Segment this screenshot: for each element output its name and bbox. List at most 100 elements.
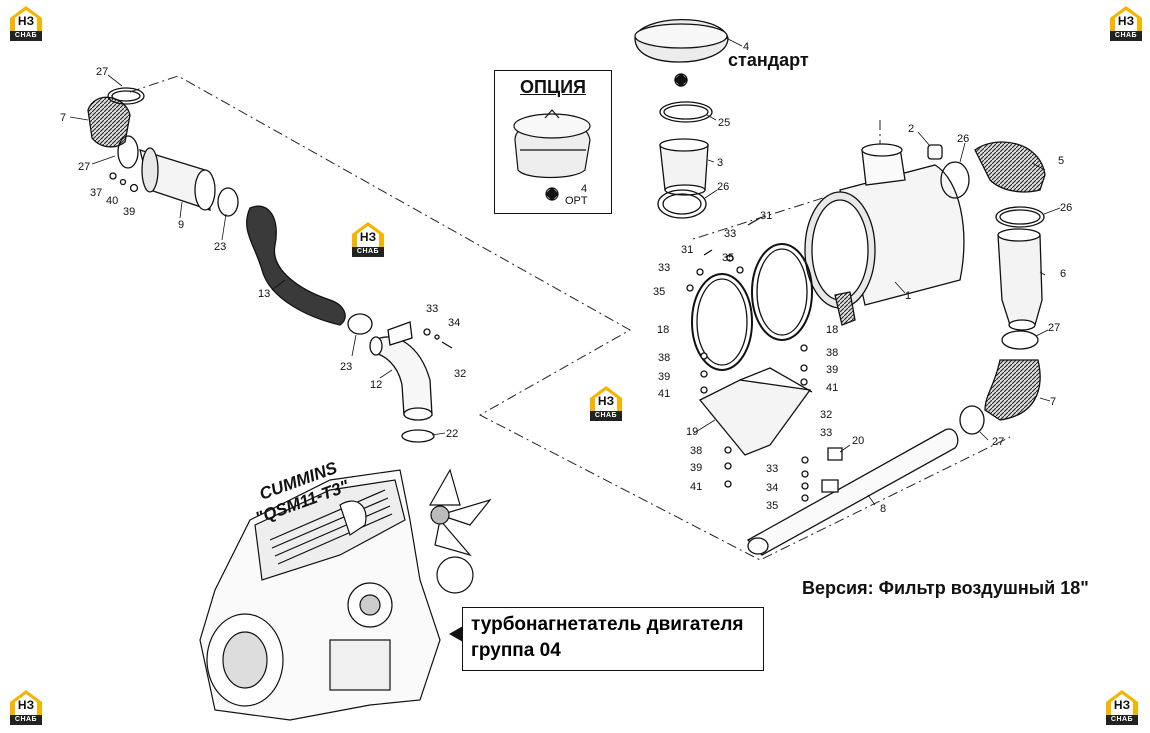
callout: 3: [717, 157, 723, 169]
standard-label: стандарт: [728, 50, 809, 70]
callout: 4: [743, 41, 749, 53]
band-18-right: [751, 243, 813, 341]
callout: 41: [658, 388, 670, 400]
clamp-27-lower: [117, 135, 139, 169]
callout: 18: [657, 324, 669, 336]
brand-logo-center-left: НЗ СНАБ: [352, 222, 384, 258]
logo-mark: НЗ: [359, 230, 377, 244]
logo-mark: НЗ: [17, 698, 35, 712]
callout: 32: [454, 368, 466, 380]
left-intake-assembly: [87, 87, 453, 443]
callout: 38: [690, 445, 702, 457]
elbow-hose-7-right: [984, 359, 1041, 421]
callout: 35: [653, 286, 665, 298]
callout: 20: [852, 435, 864, 447]
house-icon: [352, 222, 384, 248]
house-icon: [10, 6, 42, 32]
adapter-3: [659, 144, 709, 191]
callout: 8: [880, 503, 886, 515]
callout: 35: [766, 500, 778, 512]
callout: 39: [658, 371, 670, 383]
callout: 35: [722, 252, 734, 264]
clamp-26-upper: [940, 161, 970, 199]
band-18-left: [691, 273, 753, 371]
clamp-23-lower: [347, 313, 373, 335]
logo-mark: НЗ: [1117, 14, 1135, 28]
leader-lines: [69, 37, 1061, 506]
callout: 34: [448, 317, 460, 329]
clamp-26-right: [995, 206, 1045, 228]
callout: 39: [690, 462, 702, 474]
indicator-2: [927, 144, 943, 160]
callout: 12: [370, 379, 382, 391]
callout: 41: [690, 481, 702, 493]
logo-band: СНАБ: [10, 31, 42, 41]
callout: 38: [826, 347, 838, 359]
logo-band: СНАБ: [590, 411, 622, 421]
callout: 7: [1050, 396, 1056, 408]
engine-qsm11: [199, 468, 492, 721]
clamp-27-lower-right: [959, 405, 985, 435]
callout: 23: [214, 241, 226, 253]
fan: [428, 468, 492, 557]
house-icon: [10, 690, 42, 716]
callout: 22: [446, 428, 458, 440]
callout: 39: [826, 364, 838, 376]
option-part-number: 4: [581, 183, 588, 195]
callout: 5: [1058, 155, 1064, 167]
turbocharger-callout-box: турбонагнетатель двигателя группа 04: [449, 607, 764, 671]
brand-logo-top-left: НЗ СНАБ: [10, 6, 42, 42]
clamp-22: [401, 429, 435, 443]
part-callouts: 27 7 27 37 40 39 9 23 13 23 33 34 32 12 …: [60, 41, 1072, 515]
option-title: ОПЦИЯ: [520, 77, 586, 97]
callout: 25: [718, 117, 730, 129]
logo-mark: НЗ: [597, 394, 615, 408]
version-label: Версия: Фильтр воздушный 18": [802, 578, 1089, 598]
house-icon: [1106, 690, 1138, 716]
callout: 38: [658, 352, 670, 364]
clamp-23-upper: [217, 187, 239, 217]
callout: 33: [426, 303, 438, 315]
callout: 27: [96, 66, 108, 78]
callout: 32: [820, 409, 832, 421]
callout: 33: [766, 463, 778, 475]
logo-band: СНАБ: [352, 247, 384, 257]
bracket-19: [698, 379, 812, 456]
pipe-8: [746, 428, 959, 556]
callout: 33: [724, 228, 736, 240]
logo-band: СНАБ: [1106, 715, 1138, 725]
callout: 27: [78, 161, 90, 173]
option-opt-label: OPT: [565, 195, 588, 207]
option-box: ОПЦИЯ 4 OPT: [494, 70, 612, 214]
logo-band: СНАБ: [1110, 31, 1142, 41]
brand-logo-top-right: НЗ СНАБ: [1110, 6, 1142, 42]
logo-band: СНАБ: [10, 715, 42, 725]
hose-13: [246, 205, 346, 326]
brand-logo-bottom-left: НЗ СНАБ: [10, 690, 42, 726]
house-icon: [1110, 6, 1142, 32]
turbo-line-1: турбонагнетатель двигателя: [471, 614, 744, 635]
callout: 19: [686, 426, 698, 438]
elbow-hose-5: [974, 141, 1046, 193]
callout: 31: [760, 210, 772, 222]
callout: 23: [340, 361, 352, 373]
callout: 7: [60, 112, 66, 124]
clamp-26-center: [657, 189, 707, 219]
logo-mark: НЗ: [17, 14, 35, 28]
clamp-27-right: [1001, 330, 1039, 350]
callout: 13: [258, 288, 270, 300]
brand-logo-bottom-right: НЗ СНАБ: [1106, 690, 1138, 726]
callout: 2: [908, 123, 914, 135]
callout: 33: [658, 262, 670, 274]
clamp-25: [659, 101, 713, 123]
callout: 26: [1060, 202, 1072, 214]
callout: 1: [905, 290, 911, 302]
option-precleaner: [513, 109, 591, 201]
clip-20: [827, 447, 843, 461]
air-filter-1: [686, 143, 965, 502]
turbo-line-2: группа 04: [471, 640, 561, 661]
callout: 6: [1060, 268, 1066, 280]
outlet-assembly: [746, 141, 1046, 556]
